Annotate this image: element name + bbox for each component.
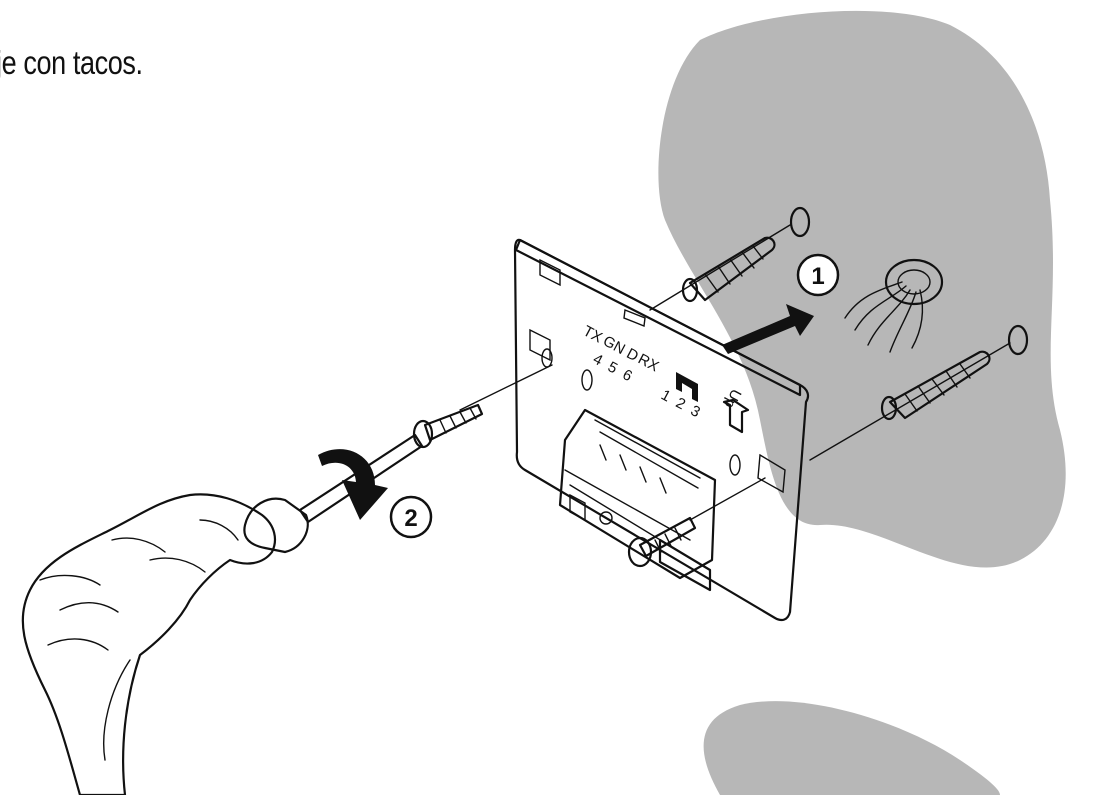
step-number-1: 1	[811, 263, 824, 290]
wall-plug-lower	[809, 324, 1029, 461]
insert-arrow	[722, 304, 814, 354]
mounting-screw-left	[412, 364, 553, 449]
wall-surface-lower	[703, 701, 1000, 795]
cable-outlet	[844, 258, 944, 353]
caption-text: je con tacos.	[0, 44, 143, 81]
mounting-plate	[513, 238, 810, 622]
plate-labels: TX GN D RX 4 5 6 1 2 3 Up	[580, 323, 744, 422]
phone-jack-symbol	[676, 372, 698, 402]
mounting-screw-right	[627, 477, 766, 568]
wall-plug-upper	[649, 206, 811, 311]
label-tx: TX	[580, 323, 605, 347]
step-number-2: 2	[404, 505, 417, 532]
label-rx: RX	[635, 351, 661, 376]
label-up: Up	[720, 386, 744, 411]
wall-surface	[658, 10, 1066, 568]
rotate-arrow	[318, 449, 388, 520]
screwdriver	[243, 433, 424, 554]
step-callout-2: 2	[389, 495, 433, 539]
step-callout-1: 1	[796, 253, 840, 297]
hand-holding-screwdriver	[21, 493, 277, 795]
